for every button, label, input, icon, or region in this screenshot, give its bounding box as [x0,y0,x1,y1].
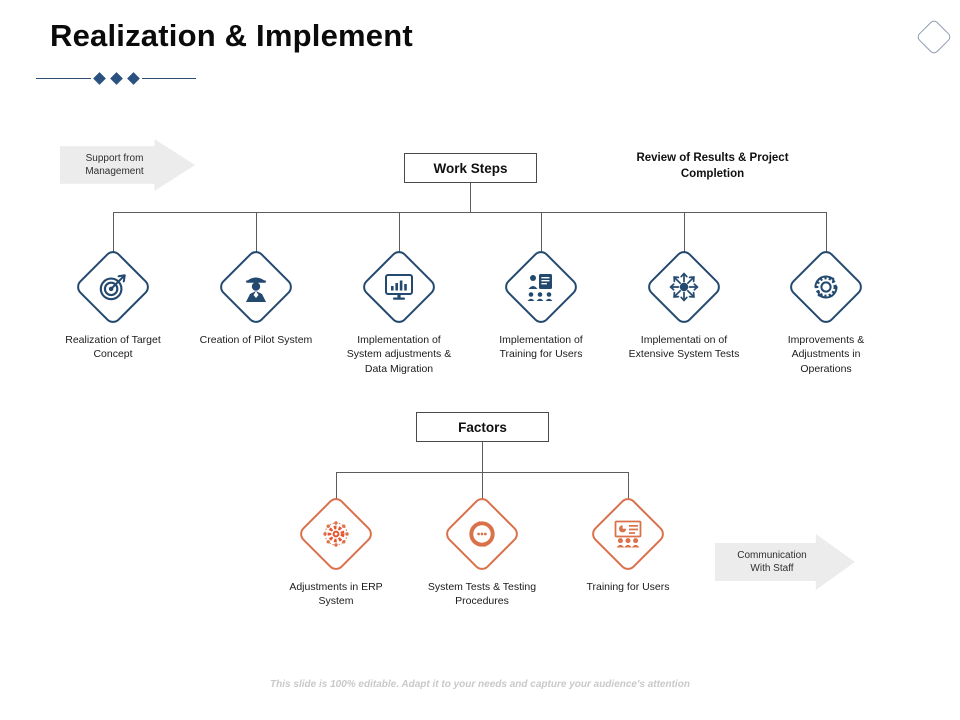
work-step-label-2: Creation of Pilot System [199,334,313,346]
callout-support-line2: Management [85,166,144,177]
pilot-person-icon [230,261,282,313]
factor-diamond-2 [442,494,522,574]
connector-drop-4 [541,212,542,259]
connector-drop-1 [113,212,114,259]
connector-factors-drop-1 [336,472,337,506]
connector-drop-2 [256,212,257,259]
expand-arrows-icon [658,261,710,313]
work-step-node-1[interactable]: Realization of Target Concept [53,247,173,362]
corner-diamond-icon [915,18,953,56]
review-results-heading: Review of Results & Project Completion [636,152,789,181]
connector-drop-5 [684,212,685,259]
gear-cycle-icon [800,261,852,313]
factor-node-1[interactable]: Adjustments in ERP System [276,494,396,609]
presentation-audience-icon [602,508,654,560]
work-step-diamond-4 [501,247,581,327]
gear-network-icon [310,508,362,560]
work-steps-box[interactable]: Work Steps [404,153,537,183]
work-step-diamond-1 [73,247,153,327]
callout-support-from-management: Support from Management [60,139,195,191]
work-step-diamond-2 [216,247,296,327]
work-step-node-2[interactable]: Creation of Pilot System [196,247,316,347]
factor-node-2[interactable]: System Tests & Testing Procedures [422,494,542,609]
decoration-diamond-1 [92,71,106,85]
training-board-icon [515,261,567,313]
callout-communication-with-staff: Communication With Staff [715,534,855,590]
work-step-diamond-3 [359,247,439,327]
presentation-audience-icon-wrap [588,494,668,574]
connector-drop-6 [826,212,827,259]
connector-factors-drop-3 [628,472,629,506]
work-step-node-5[interactable]: Implementati on of Extensive System Test… [624,247,744,362]
factor-label-3: Training for Users [586,581,670,593]
connector-drop-3 [399,212,400,259]
factor-diamond-1 [296,494,376,574]
work-step-label-5: Implementati on of Extensive System Test… [628,334,740,361]
factor-node-3[interactable]: Training for Users [568,494,688,594]
work-step-node-6[interactable]: Improvements & Adjustments in Operations [766,247,886,376]
work-step-label-6: Improvements & Adjustments in Operations [787,334,865,375]
decoration-line-left [36,77,91,79]
work-step-node-3[interactable]: Implementation of System adjustments & D… [339,247,459,376]
connector-factors-stem [482,442,483,473]
factor-label-1: Adjustments in ERP System [289,581,383,608]
footer-note: This slide is 100% editable. Adapt it to… [270,679,690,690]
connector-work-steps-bus [113,212,827,213]
decoration-diamond-2 [109,71,123,85]
work-step-label-4: Implementation of Training for Users [499,334,583,361]
title-decoration [36,70,196,86]
connector-work-steps-stem [470,183,471,213]
connector-factors-drop-2 [482,472,483,506]
target-arrow-icon [87,261,139,313]
decoration-line-right [141,77,196,79]
decoration-diamond-3 [126,71,140,85]
factor-label-2: System Tests & Testing Procedures [427,581,537,608]
work-step-label-1: Realization of Target Concept [65,334,161,361]
callout-communication-line1: Communication [737,549,807,561]
factors-box[interactable]: Factors [416,412,549,442]
monitor-bar-chart-icon [373,261,425,313]
callout-support-line1: Support from [85,152,144,164]
work-step-label-3: Implementation of System adjustments & D… [346,334,452,375]
page-title: Realization & Implement [50,18,413,53]
callout-communication-line2: With Staff [750,563,794,574]
work-step-node-4[interactable]: Implementation of Training for Users [481,247,601,362]
work-step-diamond-6 [786,247,866,327]
work-step-diamond-5 [644,247,724,327]
refresh-cycle-icon [456,508,508,560]
